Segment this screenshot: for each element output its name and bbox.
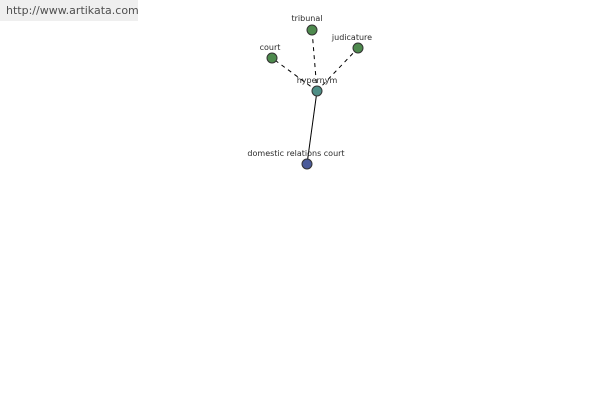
node-dot-domestic-relations-court[interactable] <box>301 158 313 170</box>
node-tribunal[interactable]: tribunal <box>292 14 323 36</box>
source-box: http://www.artikata.com <box>0 0 139 21</box>
node-dot-court[interactable] <box>266 52 278 64</box>
edge-term-hypernym <box>306 90 318 165</box>
node-court[interactable]: court <box>260 43 281 64</box>
node-label-tribunal: tribunal <box>292 14 323 23</box>
node-label-court: court <box>260 43 281 52</box>
edges <box>271 29 359 165</box>
edge-hypernym-judicature <box>316 47 359 92</box>
edge-hypernym-court <box>271 57 318 92</box>
node-label-domestic-relations-court: domestic relations court <box>247 149 344 158</box>
source-link[interactable]: http://www.artikata.com <box>6 4 139 17</box>
edge-hypernym-tribunal <box>311 29 318 92</box>
node-dot-judicature[interactable] <box>352 42 364 54</box>
node-domestic-relations-court[interactable]: domestic relations court <box>247 149 345 170</box>
node-label-judicature: judicature <box>331 33 372 42</box>
node-label-hypernym: hypernym <box>297 76 338 85</box>
node-dot-tribunal[interactable] <box>306 24 318 36</box>
node-judicature[interactable]: judicature <box>331 33 372 54</box>
node-dot-hypernym[interactable] <box>311 85 323 97</box>
node-hypernym[interactable]: hypernym <box>297 76 338 97</box>
